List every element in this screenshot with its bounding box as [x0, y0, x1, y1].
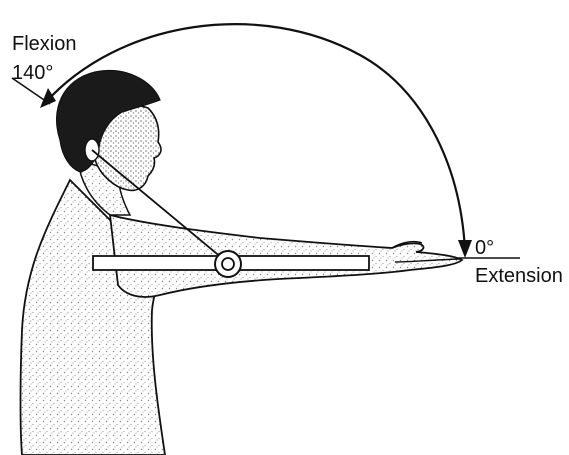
flexion-label: Flexion	[12, 34, 76, 54]
goniometer-pivot-icon	[215, 251, 241, 277]
extension-angle-label: 0°	[475, 238, 494, 258]
flexion-angle-label: 140°	[12, 63, 53, 83]
extension-label: Extension	[475, 266, 563, 286]
